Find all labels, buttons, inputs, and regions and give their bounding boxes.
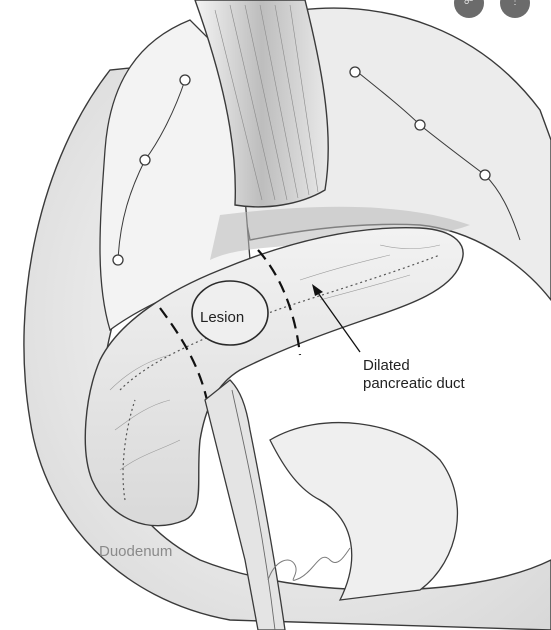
share-button[interactable]: ☍ (454, 0, 484, 18)
more-button[interactable]: ⋮ (500, 0, 530, 18)
share-icon: ☍ (463, 0, 475, 7)
artist-signature (267, 547, 351, 581)
more-icon: ⋮ (510, 0, 520, 7)
retractor-band (194, 0, 329, 208)
ligature-tie (414, 119, 426, 131)
duct-pointer-arrow (315, 289, 361, 353)
pancreatic-duct (119, 254, 441, 391)
pancreas-shape (84, 227, 464, 527)
resection-line-right (257, 249, 302, 356)
lesion-label: Lesion (200, 309, 245, 326)
ligature-tie (479, 169, 491, 181)
duct-label-line1: Dilated (363, 357, 410, 374)
jejunum-shape (269, 422, 459, 601)
duct-label-line2: pancreatic duct (363, 375, 465, 392)
ligature-tie (139, 154, 151, 166)
duodenum-label: Duodenum (99, 543, 173, 560)
ligature-tie (112, 254, 124, 266)
resection-line-left (159, 307, 210, 406)
ligature-tie (179, 74, 191, 86)
ligature-tie (349, 66, 361, 78)
lesion-shape (191, 280, 269, 346)
